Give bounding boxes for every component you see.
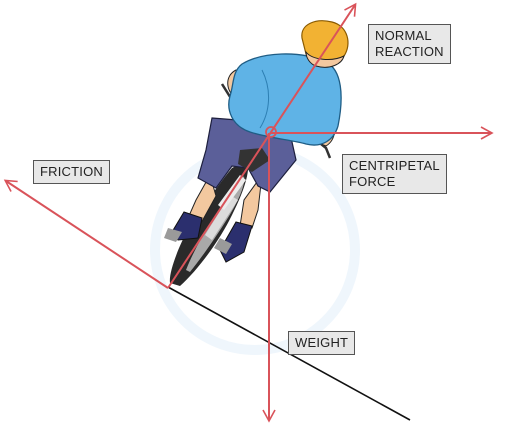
friction-label: FRICTION — [33, 160, 110, 184]
cyclist — [164, 20, 349, 263]
weight-label: WEIGHT — [288, 331, 356, 355]
force-arrows — [3, 2, 494, 423]
normal-reaction-label: NORMAL REACTION — [368, 24, 451, 64]
normal-reaction-arrow — [167, 2, 357, 289]
centripetal-force-label: CENTRIPETAL FORCE — [342, 154, 447, 194]
friction-arrow — [3, 179, 169, 289]
centre-of-mass-marker — [265, 126, 277, 138]
